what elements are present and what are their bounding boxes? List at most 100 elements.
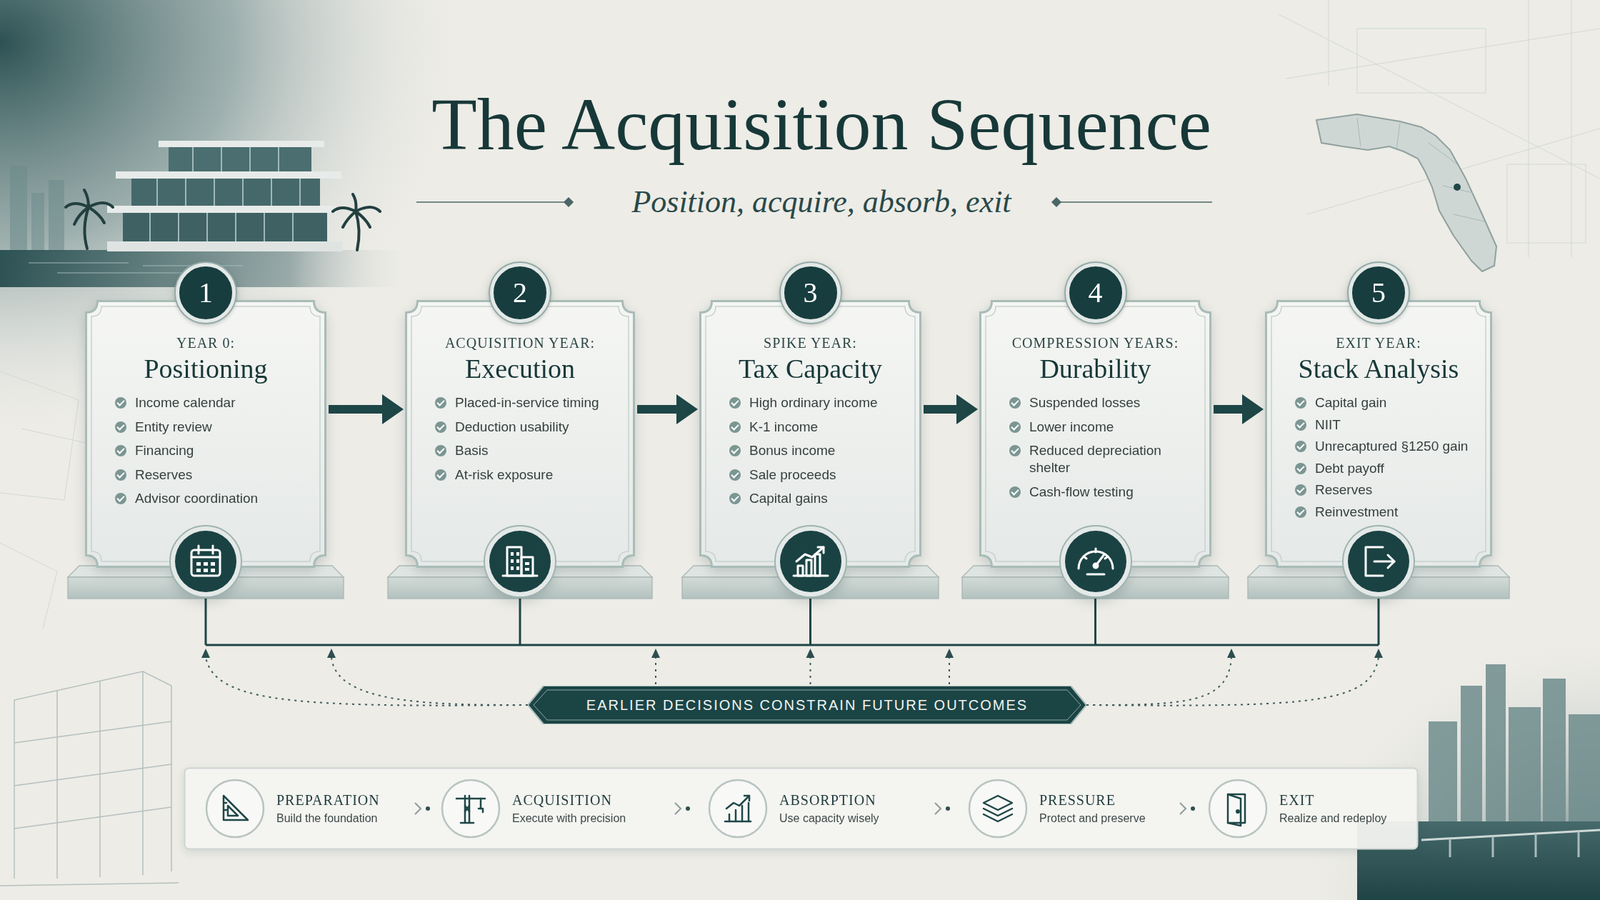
phase-icon-part xyxy=(1060,525,1132,598)
phase-icon-part xyxy=(1365,547,1395,576)
step-number: 3 xyxy=(780,262,841,323)
phase-title: Tax Capacity xyxy=(699,352,922,385)
step-number: 2 xyxy=(490,262,550,323)
checklist: High ordinary incomeK-1 incomeBonus inco… xyxy=(699,394,922,508)
panel-frame-part-part-part xyxy=(478,808,483,813)
panel-frame-part-part-part xyxy=(480,798,483,809)
panel-frame-part-part-part xyxy=(744,795,750,801)
feedback-bus xyxy=(205,598,1379,645)
phase-name: ACQUISITION xyxy=(512,791,613,809)
panel-frame-part xyxy=(935,802,941,815)
checklist-item: Basis xyxy=(455,442,628,460)
checklist-item: K-1 income xyxy=(749,418,915,436)
phase-title: Stack Analysis xyxy=(1265,352,1493,385)
phase-icon-part xyxy=(775,525,847,598)
step-number: 5 xyxy=(1348,262,1409,323)
stage-card: 5EXIT YEAR:Stack AnalysisCapital gainNII… xyxy=(1265,300,1493,568)
sketch-building-part xyxy=(14,671,172,875)
checklist-item: Cash-flow testing xyxy=(1029,483,1205,501)
villa-illustration-part xyxy=(10,165,28,252)
feedback-arrowhead xyxy=(201,648,1383,658)
phase-label: ACQUISITION YEAR: xyxy=(405,334,635,352)
checklist-item: NIIT xyxy=(1315,416,1485,434)
subtitle-rule-part xyxy=(1060,201,1213,203)
panel-frame-part-part xyxy=(206,780,264,838)
phase-icon-part-part-part xyxy=(196,568,201,573)
subtitle-rule-part xyxy=(416,201,565,203)
phase-icon-part-part xyxy=(510,552,530,571)
checklist-item: Reduced depreciation shelter xyxy=(1029,442,1205,477)
feedback-arrowhead-part xyxy=(806,648,815,658)
arrow-shaft xyxy=(328,405,384,414)
skyline-part-part xyxy=(1568,714,1600,822)
blueprint-lines-part xyxy=(21,428,86,443)
villa-illustration-part-part xyxy=(150,212,293,242)
villa-illustration-part xyxy=(115,171,342,179)
feedback-dotted-part xyxy=(1086,657,1379,706)
phase-name: ABSORPTION xyxy=(779,791,877,809)
sketch-building xyxy=(0,671,179,886)
villa-illustration-part xyxy=(31,192,45,252)
phase-icon-part-part xyxy=(1093,563,1098,568)
phase-icon-part-part xyxy=(1374,560,1395,563)
phase-icon-part xyxy=(484,525,556,598)
panel-frame-part-part xyxy=(725,795,751,822)
phase-icon-part-part xyxy=(212,545,215,554)
panel-frame-part-part-part xyxy=(728,814,731,822)
phase-icon-part-part xyxy=(797,565,803,576)
phase-icon-part-part xyxy=(815,554,820,576)
panel-frame-part-part-part xyxy=(741,805,744,822)
panel-frame-part-part-part xyxy=(465,805,470,812)
panel-frame-part-part xyxy=(983,795,1013,822)
panel-frame-part xyxy=(415,802,421,815)
phase-icon-part-part-part xyxy=(210,562,215,566)
checklist-item: Capital gains xyxy=(749,490,915,508)
panel-frame-part xyxy=(1209,780,1267,838)
villa-illustration-part-part xyxy=(192,147,279,172)
banner-text: EARLIER DECISIONS CONSTRAIN FUTURE OUTCO… xyxy=(586,697,1028,714)
phase-icon-part-part xyxy=(806,560,812,576)
panel-frame-part-part-part xyxy=(726,795,750,809)
phase-icon-part xyxy=(175,530,237,593)
villa-illustration-part xyxy=(107,205,336,213)
skyline-part xyxy=(1450,831,1579,858)
checklist-item: Lower income xyxy=(1029,418,1205,436)
flow-arrow xyxy=(923,394,978,425)
checklist-item: Debt payoff xyxy=(1315,460,1485,478)
panel-frame-part-part-part xyxy=(1227,794,1241,826)
stage-card: 2ACQUISITION YEAR:ExecutionPlaced-in-ser… xyxy=(405,300,635,568)
panel-frame-part xyxy=(685,806,690,811)
skyline-part-part xyxy=(1542,678,1566,822)
blueprint-lines-part xyxy=(1507,164,1586,243)
checklist-item: Placed-in-service timing xyxy=(455,394,628,412)
checklist-item: High ordinary income xyxy=(749,394,915,412)
checklist-item: Reinvestment xyxy=(1315,503,1485,521)
phase-icon-part-part xyxy=(196,562,215,573)
checklist-item: Suspended losses xyxy=(1029,394,1205,412)
panel-frame-part-part xyxy=(969,780,1027,838)
phase-icon-part xyxy=(780,530,842,593)
panel-frame-part xyxy=(206,780,264,838)
phase-label: YEAR 0: xyxy=(85,334,327,352)
florida-map-part xyxy=(1357,117,1485,222)
panel-frame-part-part-part xyxy=(747,802,750,822)
checklist: Income calendarEntity reviewFinancingRes… xyxy=(85,394,327,508)
phase-icon-part-part-part xyxy=(210,568,215,573)
feedback-arrowhead-part xyxy=(327,648,336,658)
diagram-title: The Acquisition Sequence xyxy=(107,82,1536,166)
sketch-building-part xyxy=(0,882,179,886)
feedback-dotted-part xyxy=(1086,657,1232,705)
step-number: 4 xyxy=(1065,262,1126,323)
feedback-dotted-part xyxy=(655,657,950,685)
blueprint-lines-part xyxy=(1528,0,1530,258)
checklist-item: Entity review xyxy=(135,418,320,436)
skyline-part-part xyxy=(1485,664,1506,822)
phase-icon-part-part xyxy=(1094,548,1097,553)
skyline-part-part xyxy=(1460,685,1483,822)
arrow-shaft xyxy=(1213,405,1244,414)
villa-illustration-part xyxy=(107,241,343,252)
skyline-part-part xyxy=(1508,707,1541,822)
blueprint-lines-part xyxy=(1285,28,1600,79)
phase-icon-part-part-part xyxy=(510,566,514,570)
